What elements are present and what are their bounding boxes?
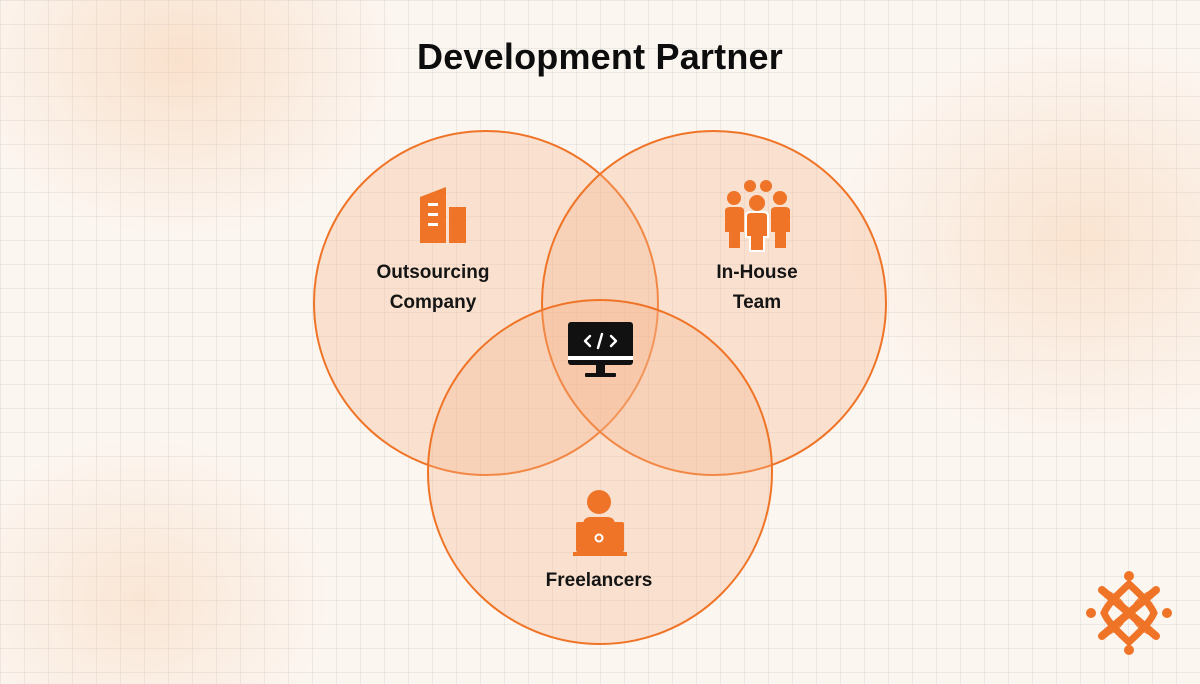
circle-freelancers bbox=[427, 299, 773, 645]
label-freelancers-line1: Freelancers bbox=[545, 570, 653, 591]
team-icon bbox=[725, 180, 790, 252]
label-freelancers: Freelancers bbox=[499, 566, 699, 596]
brand-logo-icon bbox=[1086, 571, 1172, 655]
circle-inhouse bbox=[541, 130, 887, 476]
label-inhouse-line1: In-House bbox=[716, 262, 798, 283]
building-icon bbox=[420, 187, 466, 243]
circle-outsourcing bbox=[313, 130, 659, 476]
label-outsourcing-line2: Company bbox=[389, 292, 477, 313]
freelancer-laptop-icon bbox=[573, 490, 627, 556]
label-in-house-team: In-House Team bbox=[657, 258, 857, 318]
label-outsourcing-line1: Outsourcing bbox=[376, 262, 490, 283]
label-inhouse-line2: Team bbox=[732, 292, 782, 313]
diagram-title: Development Partner bbox=[417, 36, 783, 77]
code-monitor-icon bbox=[568, 322, 633, 377]
label-outsourcing-company: Outsourcing Company bbox=[333, 258, 533, 318]
